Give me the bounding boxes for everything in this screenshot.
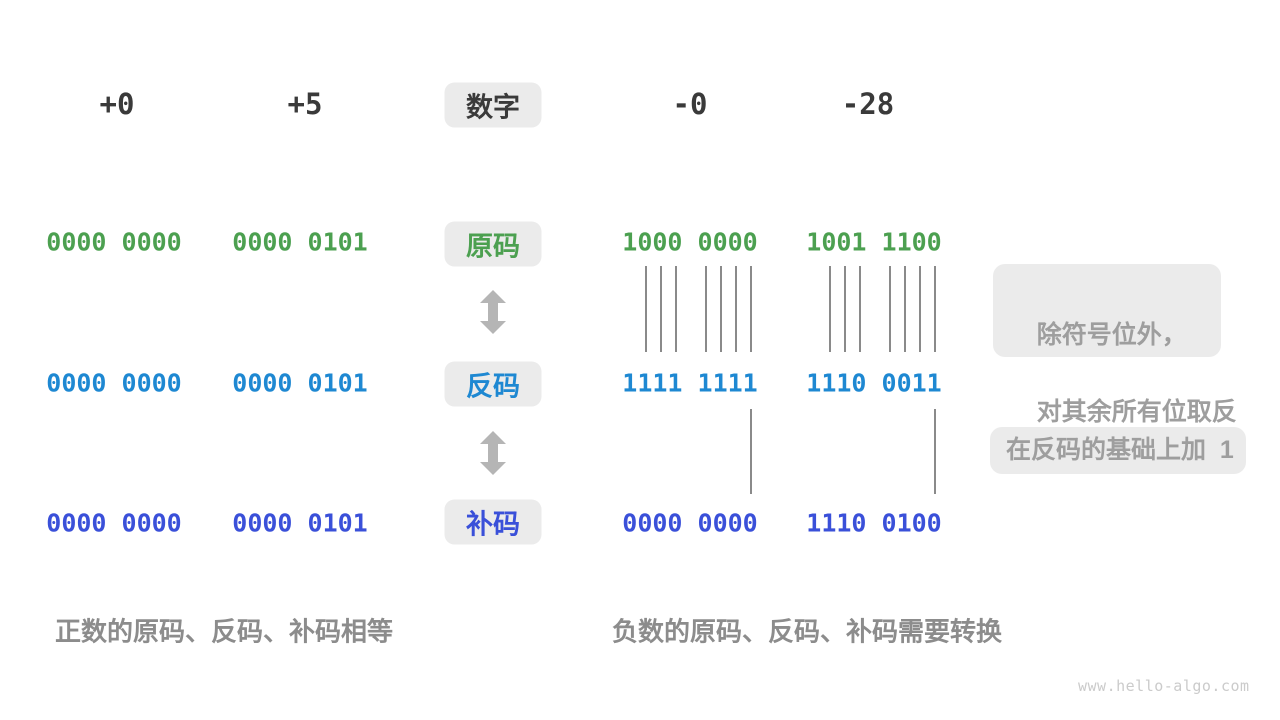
lsb-connector-line	[750, 409, 752, 494]
header-number-minus-zero: -0	[672, 87, 708, 121]
note-invert-bits: 除符号位外， 对其余所有位取反	[993, 264, 1237, 426]
twos-complement-value-col3: 0000 0000	[622, 508, 758, 538]
bit-connector-line	[904, 266, 906, 352]
bit-connector-line	[750, 266, 752, 352]
label-box-ones-complement: 反码	[444, 361, 542, 407]
sign-magnitude-value-col1: 0000 0000	[46, 227, 182, 257]
bit-connector-line	[645, 266, 647, 352]
note-invert-bits-line1: 除符号位外，	[1036, 320, 1187, 349]
label-box-twos-complement: 补码	[444, 499, 542, 545]
label-sign-magnitude-text: 原码	[466, 231, 520, 262]
sign-magnitude-value-col3: 1000 0000	[622, 227, 758, 257]
bit-connector-line	[829, 266, 831, 352]
twos-complement-value-col4: 1110 0100	[806, 508, 942, 538]
bit-connector-line	[934, 266, 936, 352]
bit-connector-line	[919, 266, 921, 352]
up-down-arrow-icon	[480, 431, 506, 475]
lsb-connector-line	[934, 409, 936, 494]
header-number-plus-five: +5	[287, 87, 323, 121]
bit-connector-line	[889, 266, 891, 352]
bit-connector-line	[735, 266, 737, 352]
bit-connector-line	[859, 266, 861, 352]
ones-complement-value-col4: 1110 0011	[806, 368, 942, 398]
ones-complement-value-col3: 1111 1111	[622, 368, 758, 398]
twos-complement-value-col2: 0000 0101	[232, 508, 368, 538]
header-number-minus-28: -28	[841, 87, 895, 121]
label-box-number: 数字	[444, 82, 542, 128]
label-number-text: 数字	[466, 92, 520, 123]
sign-magnitude-value-col2: 0000 0101	[232, 227, 368, 257]
bit-connector-line	[720, 266, 722, 352]
twos-complement-value-col1: 0000 0000	[46, 508, 182, 538]
bit-connector-line	[844, 266, 846, 352]
note-add-one: 在反码的基础上加 1	[990, 427, 1246, 474]
bit-connector-line	[675, 266, 677, 352]
site-watermark: www.hello-algo.com	[1078, 677, 1250, 695]
header-number-plus-zero: +0	[99, 87, 135, 121]
label-box-sign-magnitude: 原码	[444, 221, 542, 267]
caption-positive-numbers: 正数的原码、反码、补码相等	[55, 616, 394, 647]
sign-magnitude-value-col4: 1001 1100	[806, 227, 942, 257]
label-twos-complement-text: 补码	[466, 509, 520, 540]
up-down-arrow-icon	[480, 290, 506, 334]
note-add-one-text: 在反码的基础上加 1	[1006, 436, 1234, 465]
bit-connector-line	[660, 266, 662, 352]
ones-complement-value-col1: 0000 0000	[46, 368, 182, 398]
caption-negative-numbers: 负数的原码、反码、补码需要转换	[612, 616, 1003, 647]
label-ones-complement-text: 反码	[466, 371, 520, 402]
ones-complement-value-col2: 0000 0101	[232, 368, 368, 398]
bit-connector-line	[705, 266, 707, 352]
note-invert-bits-line2: 对其余所有位取反	[1036, 398, 1237, 427]
